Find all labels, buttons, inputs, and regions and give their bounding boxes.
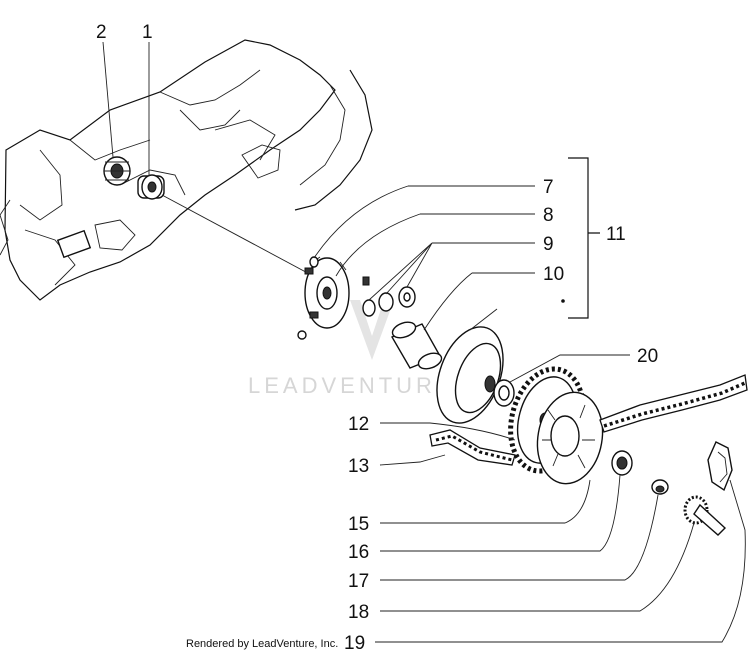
callout-11: 11: [606, 224, 626, 245]
part-15-fan-pulley: [536, 391, 604, 485]
part-17-spacer: [651, 479, 669, 495]
callout-labels: 2 1 7 8 9 10 11 20 12 13 15 16 17 18 19: [96, 22, 658, 654]
drive-belt: [429, 374, 748, 466]
callout-18: 18: [348, 602, 369, 623]
crankcase-housing: [0, 39, 373, 301]
leader-lines: [102, 41, 746, 643]
callout-8: 8: [543, 205, 554, 226]
part-19-gasket: [707, 441, 733, 492]
watermark: LEADVENTURE: [248, 300, 455, 398]
part-2-gear: [103, 156, 131, 186]
part-11-bracket: [568, 157, 600, 319]
part-9-washers: [362, 276, 416, 317]
part-16-clutch-piece: [611, 450, 633, 476]
callout-15: 15: [348, 514, 369, 535]
variator-roller-holder: [304, 256, 350, 329]
callout-20: 20: [637, 346, 658, 367]
part-20-washer: [493, 379, 515, 407]
watermark-text: LEADVENTURE: [248, 373, 455, 398]
render-credit: Rendered by LeadVenture, Inc.: [186, 638, 338, 650]
bracket-dot: [561, 299, 565, 303]
callout-9: 9: [543, 234, 554, 255]
part-1-bearing: [137, 174, 165, 200]
callout-2: 2: [96, 22, 107, 43]
part-10-sleeve: [390, 321, 443, 370]
callout-19: 19: [344, 633, 365, 654]
drive-pulley-half: [436, 326, 504, 424]
callout-13: 13: [348, 456, 369, 477]
watermark-logo: [350, 300, 394, 360]
callout-10: 10: [543, 264, 564, 285]
assembly-axis: [161, 194, 331, 286]
callout-1: 1: [142, 22, 153, 43]
part-18-gear-shaft: [683, 495, 727, 536]
part-7-clip: [297, 256, 319, 340]
callout-7: 7: [543, 177, 554, 198]
callout-16: 16: [348, 542, 369, 563]
callout-17: 17: [348, 571, 369, 592]
callout-12: 12: [348, 414, 369, 435]
